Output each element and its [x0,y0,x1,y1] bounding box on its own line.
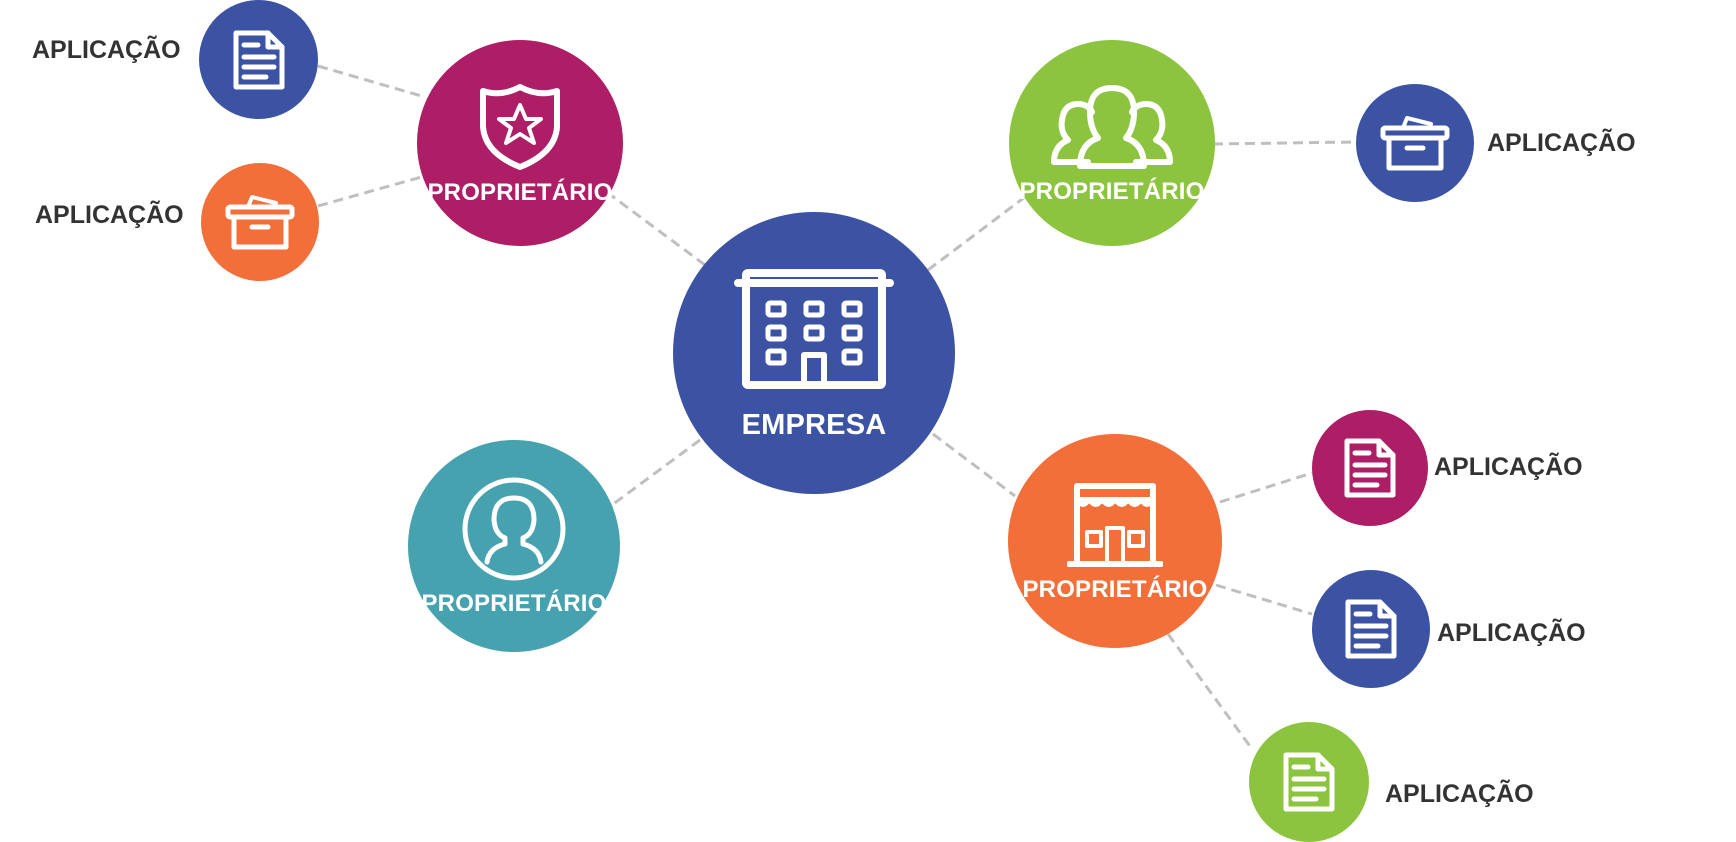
application-label: APLICAÇÃO [1385,780,1534,808]
application-node[interactable] [1249,722,1369,842]
application-node[interactable] [201,163,319,281]
owner-node-shield[interactable]: PROPRIETÁRIO [417,40,623,246]
connector-center-owner-4 [932,432,1016,498]
connector-owner-1-app-2 [317,174,426,208]
storefront-icon [1067,480,1163,568]
application-label: APLICAÇÃO [1437,619,1586,647]
connector-owner-4-app-4 [1219,471,1313,504]
owner-label: PROPRIETÁRIO [427,179,613,206]
company-node[interactable]: EMPRESA [673,212,955,494]
company-label: EMPRESA [741,408,887,441]
application-node[interactable] [1312,570,1430,688]
application-node[interactable] [1356,84,1474,202]
owner-label: PROPRIETÁRIO [1019,178,1205,205]
female-user-icon [461,476,567,582]
shield-star-icon [477,81,563,171]
connector-owner-2-app-3 [1212,140,1357,146]
archive-box-icon [1379,114,1451,172]
document-icon [1282,751,1336,813]
connector-center-owner-1 [611,194,706,267]
users-group-icon [1050,82,1174,170]
connector-owner-4-app-5 [1215,583,1313,616]
application-label: APLICAÇÃO [1487,129,1636,157]
application-label: APLICAÇÃO [32,36,181,64]
owner-node-person[interactable]: PROPRIETÁRIO [408,440,620,652]
owner-node-store[interactable]: PROPRIETÁRIO [1008,434,1222,648]
archive-box-icon [224,193,296,251]
document-icon [232,29,286,91]
building-icon [734,267,894,393]
owner-label: PROPRIETÁRIO [1022,576,1208,603]
application-node[interactable] [199,0,318,119]
connector-owner-1-app-1 [317,64,426,99]
application-label: APLICAÇÃO [35,201,184,229]
connector-center-owner-2 [927,195,1026,272]
application-label: APLICAÇÃO [1434,453,1583,481]
connector-owner-4-app-6 [1166,633,1254,750]
owner-node-group[interactable]: PROPRIETÁRIO [1009,40,1215,246]
application-node[interactable] [1312,410,1428,526]
document-icon [1343,437,1397,499]
document-icon [1344,598,1398,660]
owner-label: PROPRIETÁRIO [421,590,607,617]
connector-center-owner-3 [611,438,701,507]
